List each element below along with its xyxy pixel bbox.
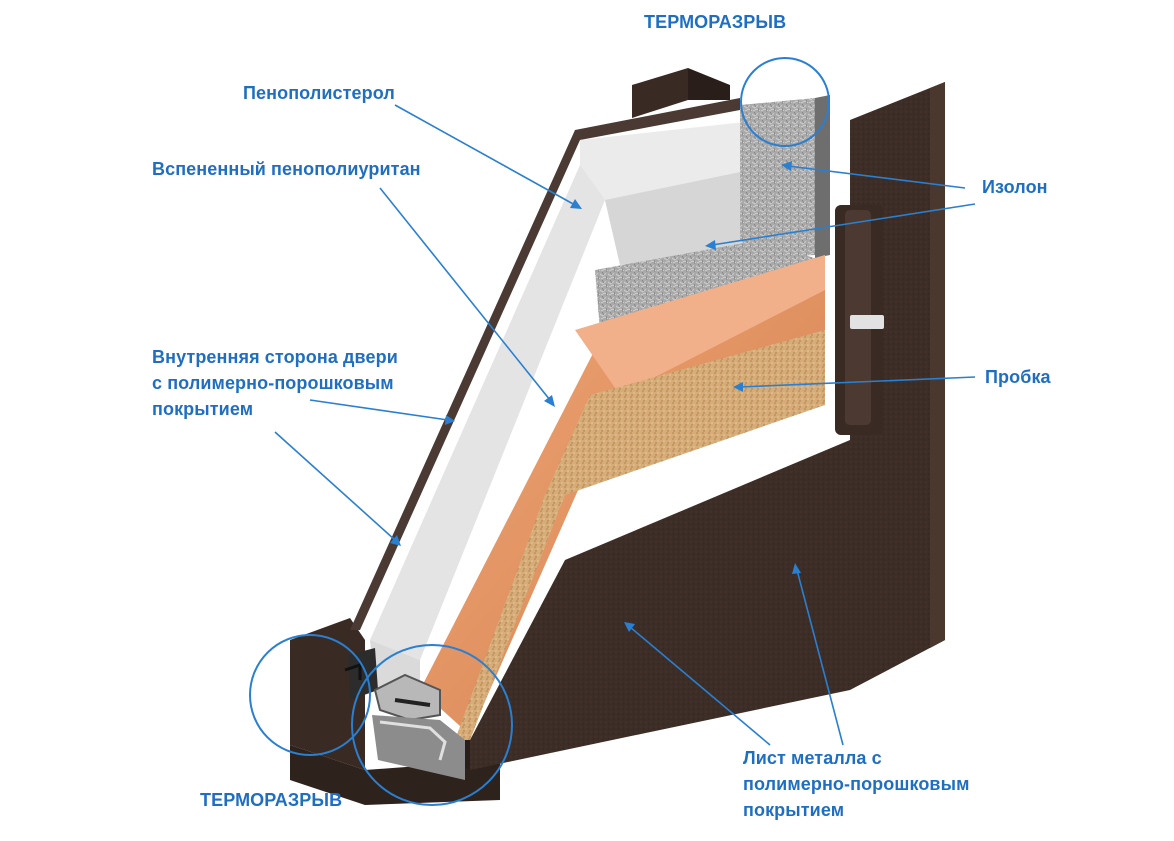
leader-metal-2 [796,569,844,746]
thermal-break-circle-bottom-right [351,644,513,806]
frame-top-profile-back [688,68,730,100]
arrowhead-izolon-2 [705,240,716,250]
bottom-profile-details [344,648,465,780]
izolon-layer [595,95,830,330]
leader-izolon-2 [711,203,976,246]
leader-lines [274,104,976,746]
label-cork: Пробка [985,367,1051,387]
leader-inner-side-2 [274,431,396,541]
leader-izolon-1 [787,165,966,189]
label-inner-side-line-2: с полимерно-порошковым [152,373,394,393]
label-inner-side-line-1: Внутренняя сторона двери [152,347,398,367]
cork-strip-bottom [455,495,565,740]
arrowhead-metal-2 [792,563,801,574]
label-metal-sheet-line-1: Лист металла с [743,748,882,768]
label-metal-sheet-line-2: полимерно-порошковым [743,774,970,794]
label-metal-sheet-line-3: покрытием [743,800,845,820]
arrowhead-cork [733,382,743,392]
frame-bottom-base [290,745,500,805]
metal-sheet-face [470,440,850,770]
leader-cork [739,376,976,388]
arrowhead-polyurethane [544,395,555,407]
arrowhead-polystyrene [570,199,582,209]
label-polyurethane: Вспененный пенополиуритан [152,159,421,179]
thermal-break-circle-bottom-left [249,634,371,756]
cork-layer [545,330,825,495]
label-thermal-break-top: ТЕРМОРАЗРЫВ [644,12,787,32]
label-izolon: Изолон [982,177,1048,197]
arrowhead-inner-side-2 [390,535,401,546]
arrowhead-inner-side [445,415,455,425]
leader-inner-side [309,399,449,421]
polystyrene-layer [370,122,760,690]
label-polystyrene: Пенополистерол [243,83,395,103]
polyurethane-layer [420,255,825,735]
arrowhead-metal-1 [624,622,635,632]
label-inner-side-line-3: покрытием [152,399,254,419]
leader-polyurethane [379,187,551,401]
label-thermal-break-bottom: ТЕРМОРАЗРЫВ [200,790,343,810]
frame-bottom-profile [290,618,365,770]
inner-metal-skin [350,98,740,630]
thermal-break-circle-top [740,57,830,147]
leader-polystyrene [394,104,576,206]
label-metal-sheet: Лист металла с полимерно-порошковым покр… [743,745,969,823]
arrowhead-izolon-1 [781,161,792,171]
hinge [835,205,884,435]
frame-top-profile [632,68,688,118]
frame-outer-right-edge [930,82,945,648]
leader-metal-1 [629,626,771,746]
label-inner-side: Внутренняя сторона двери с полимерно-пор… [152,344,398,422]
door-frame [290,68,945,805]
